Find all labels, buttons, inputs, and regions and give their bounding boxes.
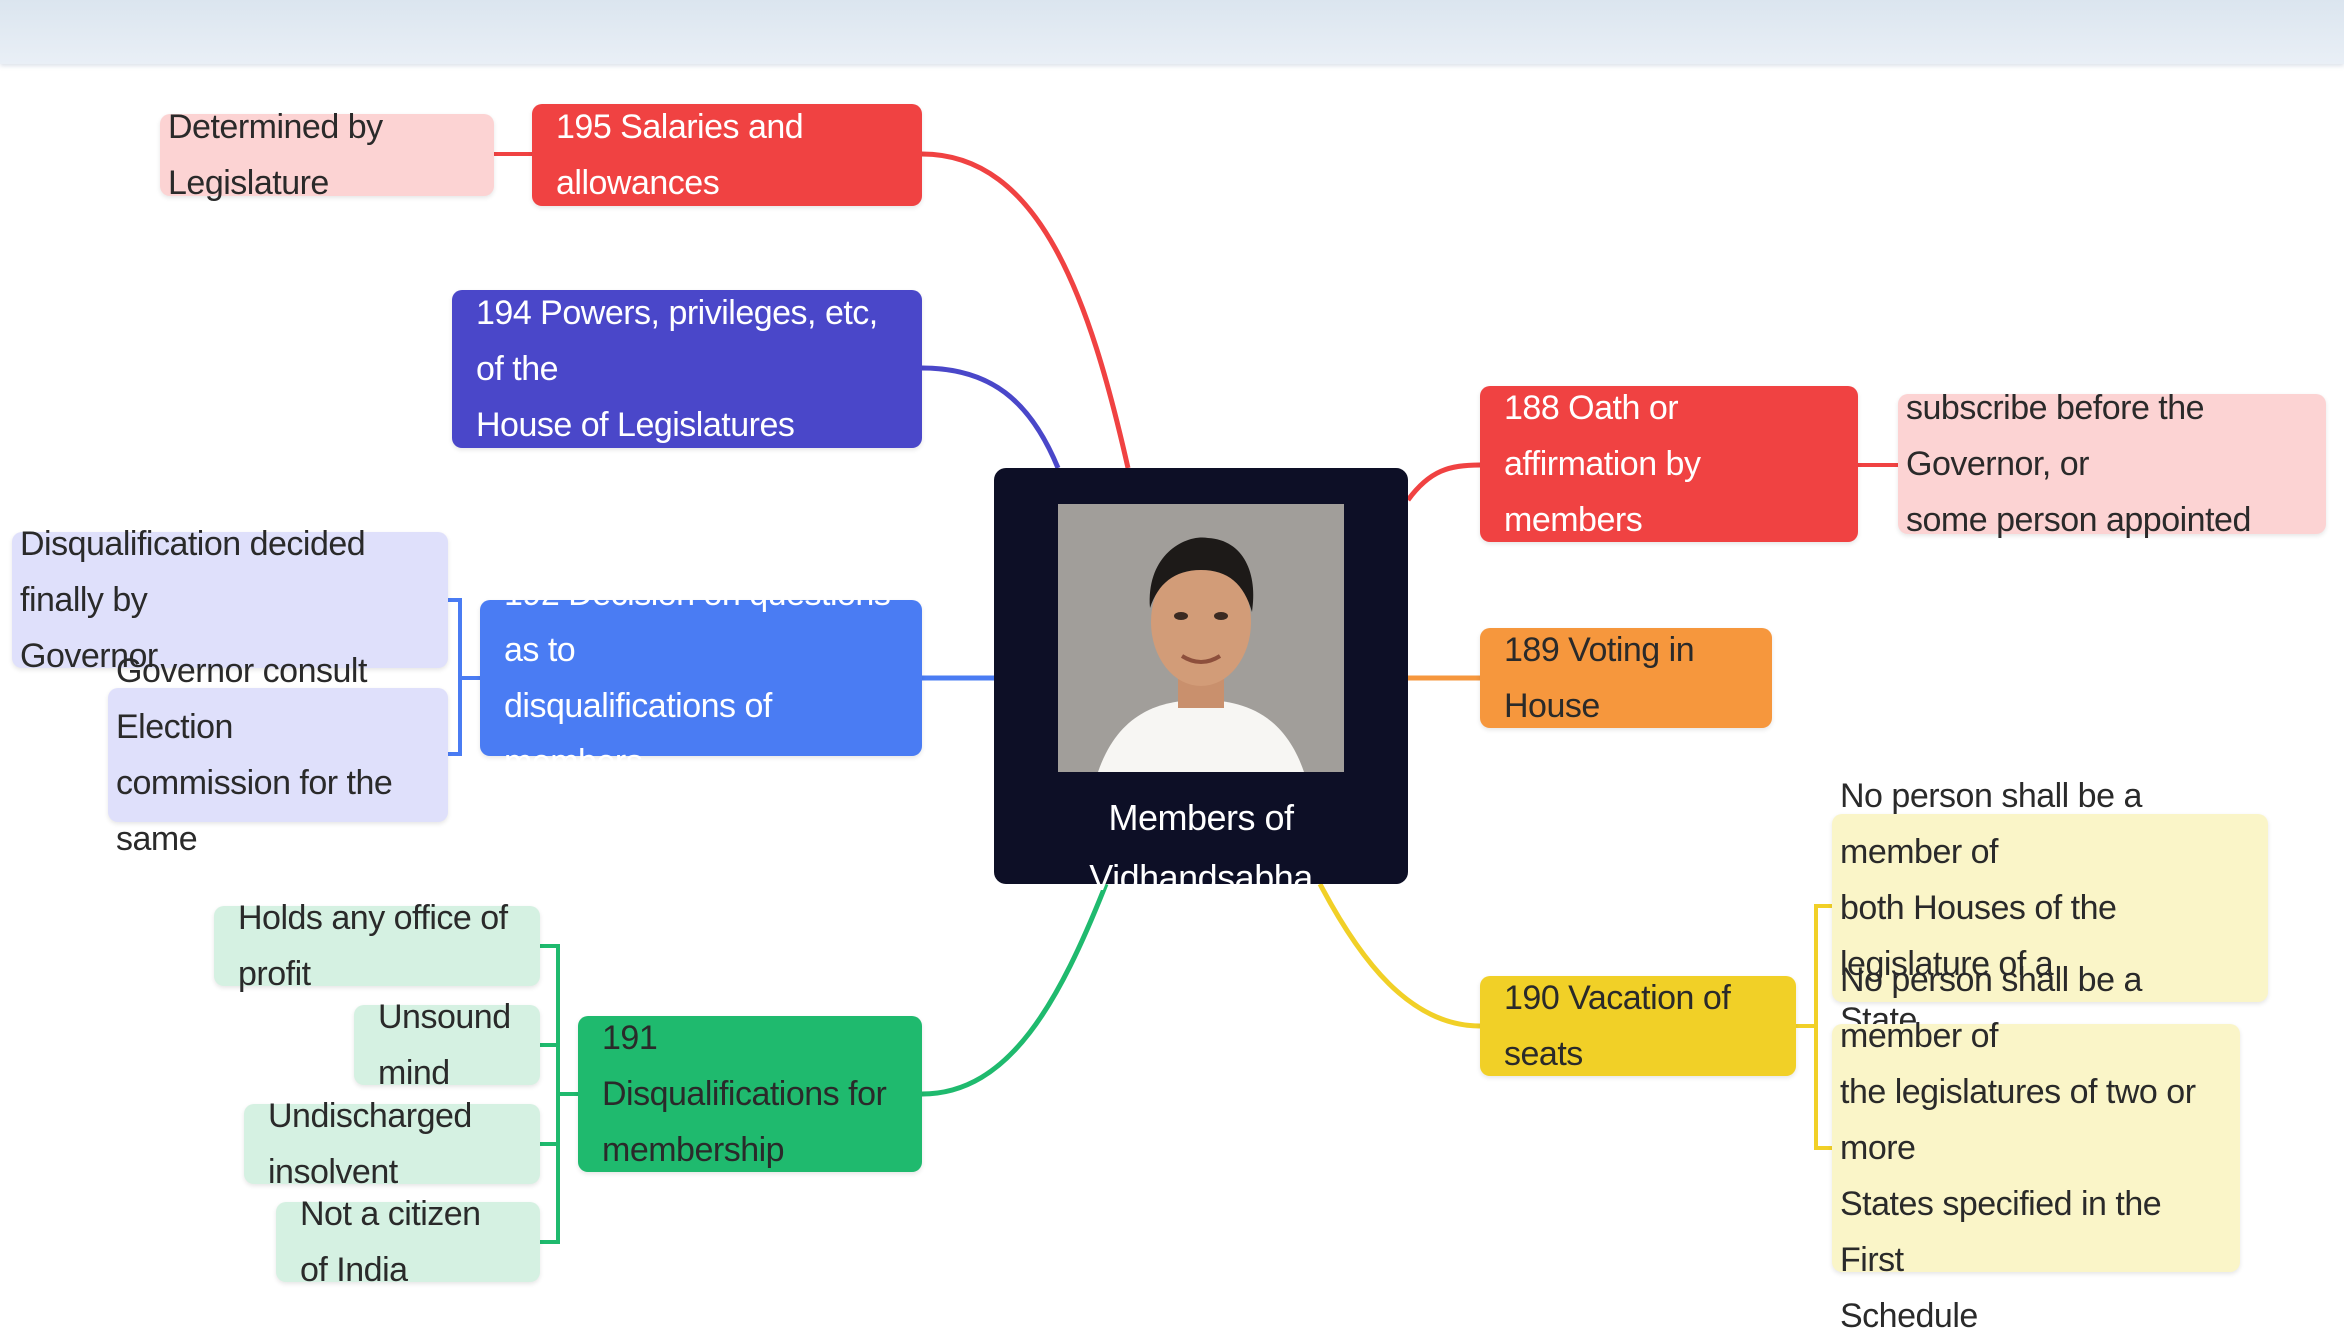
leaf-190-2-line-2: the legislatures of two or more: [1840, 1073, 2196, 1167]
leaf-191-4-label: Not a citizen of India: [300, 1195, 481, 1289]
central-topic[interactable]: Members of Vidhandsabha: [994, 468, 1408, 898]
branch-192-line-1: 192 Decision on questions as to: [504, 575, 891, 669]
branch-191-line-2: membership: [602, 1131, 785, 1169]
leaf-determined-by-legislature[interactable]: Determined by Legislature: [160, 108, 494, 202]
leaf-188-1-line-1: subscribe before the Governor, or: [1906, 389, 2205, 483]
leaf-192-2-line-1: Governor consult Election: [116, 652, 367, 746]
branch-192-line-2: disqualifications of members: [504, 687, 772, 781]
leaf-undischarged-insolvent[interactable]: Undischarged insolvent: [244, 1097, 540, 1191]
leaf-190-2-line-1: No person shall be a member of: [1840, 961, 2142, 1055]
bracket-191: [540, 944, 578, 1244]
connector-195: [921, 151, 1131, 469]
leaf-not-a-citizen[interactable]: Not a citizen of India: [276, 1195, 540, 1289]
leaf-no-person-two-states[interactable]: No person shall be a member of the legis…: [1832, 961, 2240, 1335]
leaf-190-1-line-1: No person shall be a member of: [1840, 777, 2142, 871]
connector-190: [1317, 882, 1481, 1029]
leaf-191-3-label: Undischarged insolvent: [268, 1097, 472, 1191]
leaf-192-1-line-2: Governor: [20, 637, 158, 675]
leaf-subscribe-before-governor[interactable]: subscribe before the Governor, or some p…: [1898, 389, 2326, 539]
bracket-192: [448, 598, 480, 756]
leaf-190-2-line-4: Schedule: [1840, 1297, 1978, 1335]
branch-195-label: 195 Salaries and allowances: [556, 108, 804, 202]
bracket-190: [1796, 904, 1832, 1150]
leaf-191-1-label: Holds any office of profit: [238, 899, 508, 993]
leaf-office-of-profit[interactable]: Holds any office of profit: [214, 899, 540, 993]
branch-194-line-1: 194 Powers, privileges, etc, of the: [476, 294, 878, 388]
connector-194: [921, 365, 1061, 469]
connector-191: [921, 883, 1109, 1097]
leaf-disqualification-decided[interactable]: Disqualification decided finally by Gove…: [12, 525, 448, 675]
branch-189-voting[interactable]: 189 Voting in House: [1480, 628, 1772, 728]
branch-190-label: 190 Vacation of seats: [1504, 979, 1731, 1073]
top-toolbar-strip: [0, 0, 2344, 64]
leaf-192-1-line-1: Disqualification decided finally by: [20, 525, 366, 619]
leaf-190-2-line-3: States specified in the First: [1840, 1185, 2162, 1279]
leaf-190-1-line-2: both Houses of the legislature of a: [1840, 889, 2117, 983]
leaf-unsound-mind[interactable]: Unsound mind: [354, 998, 540, 1092]
central-topic-label: Members of Vidhandsabha: [1089, 797, 1313, 898]
branch-194-powers[interactable]: 194 Powers, privileges, etc, of the Hous…: [452, 290, 922, 448]
branch-189-label: 189 Voting in House: [1504, 631, 1695, 725]
leaf-195-1-label: Determined by Legislature: [168, 108, 383, 202]
branch-194-line-2: House of Legislatures: [476, 406, 795, 444]
leaf-191-2-label: Unsound mind: [378, 998, 511, 1092]
branch-191-line-1: 191 Disqualifications for: [602, 1019, 887, 1113]
branch-188-line-1: 188 Oath or affirmation by: [1504, 389, 1701, 483]
branch-188-line-2: members: [1504, 501, 1643, 539]
portrait-photo: [1058, 504, 1344, 772]
branch-188-oath[interactable]: 188 Oath or affirmation by members: [1480, 386, 1858, 542]
connector-188: [1405, 462, 1481, 502]
leaf-governor-consult[interactable]: Governor consult Election commission for…: [108, 652, 448, 858]
branch-192-decision[interactable]: 192 Decision on questions as to disquali…: [480, 575, 922, 781]
leaf-no-person-both-houses[interactable]: No person shall be a member of both Hous…: [1832, 777, 2268, 1039]
branch-191-disqualifications[interactable]: 191 Disqualifications for membership: [578, 1016, 922, 1172]
branch-195-salaries[interactable]: 195 Salaries and allowances: [532, 104, 922, 206]
branch-190-vacation[interactable]: 190 Vacation of seats: [1480, 976, 1796, 1076]
leaf-192-2-line-2: commission for the same: [116, 764, 393, 858]
leaf-188-1-line-2: some person appointed: [1906, 501, 2251, 539]
